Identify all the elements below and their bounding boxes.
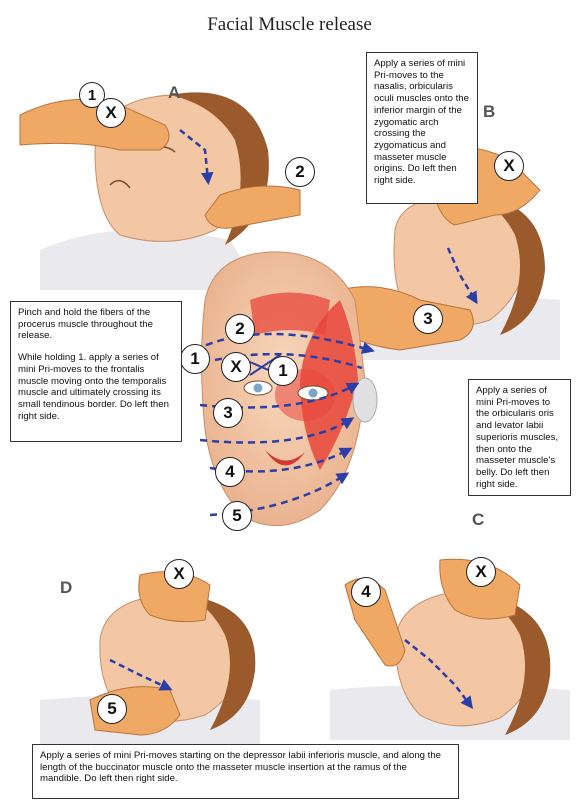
marker-2-face: 2 <box>225 314 255 344</box>
marker-x-panel-b: X <box>494 151 524 181</box>
marker-5-panel-d: 5 <box>97 694 127 724</box>
note-panel-b-text: Apply a series of mini Pri-moves to the … <box>374 58 469 187</box>
marker-2-panel-a: 2 <box>285 157 315 187</box>
panel-d-illustration <box>40 571 260 745</box>
marker-x-panel-d: X <box>164 559 194 589</box>
marker-4-face: 4 <box>215 457 245 487</box>
panel-label-d: D <box>60 578 73 597</box>
panel-label-b: B <box>483 102 496 121</box>
note-panel-a-text-2: While holding 1. apply a series of mini … <box>18 352 169 422</box>
marker-3-face: 3 <box>213 398 243 428</box>
panel-a-illustration <box>19 92 301 290</box>
marker-1-face-left: 1 <box>180 344 210 374</box>
marker-1-face-right: 1 <box>268 356 298 386</box>
page-title: Facial Muscle release <box>207 14 372 35</box>
panel-c-illustration <box>330 558 570 740</box>
note-panel-c-text: Apply a series of mini Pri-moves to the … <box>476 385 559 490</box>
note-panel-a-text-1: Pinch and hold the fibers of the proceru… <box>18 307 153 342</box>
note-panel-d-text: Apply a series of mini Pri-moves startin… <box>40 750 441 785</box>
panel-b-illustration <box>339 146 560 360</box>
marker-x-face: X <box>221 352 251 382</box>
marker-x-panel-c: X <box>466 557 496 587</box>
note-panel-c: Apply a series of mini Pri-moves to the … <box>468 379 571 496</box>
note-panel-d: Apply a series of mini Pri-moves startin… <box>32 744 459 799</box>
note-panel-a: Pinch and hold the fibers of the proceru… <box>10 301 182 442</box>
panel-label-c: C <box>472 510 485 529</box>
marker-x-panel-a: X <box>96 98 126 128</box>
marker-3-panel-b: 3 <box>413 304 443 334</box>
marker-4-panel-c: 4 <box>351 577 381 607</box>
note-panel-b: Apply a series of mini Pri-moves to the … <box>366 52 478 204</box>
marker-5-face: 5 <box>222 501 252 531</box>
panel-label-a: A <box>168 83 181 102</box>
